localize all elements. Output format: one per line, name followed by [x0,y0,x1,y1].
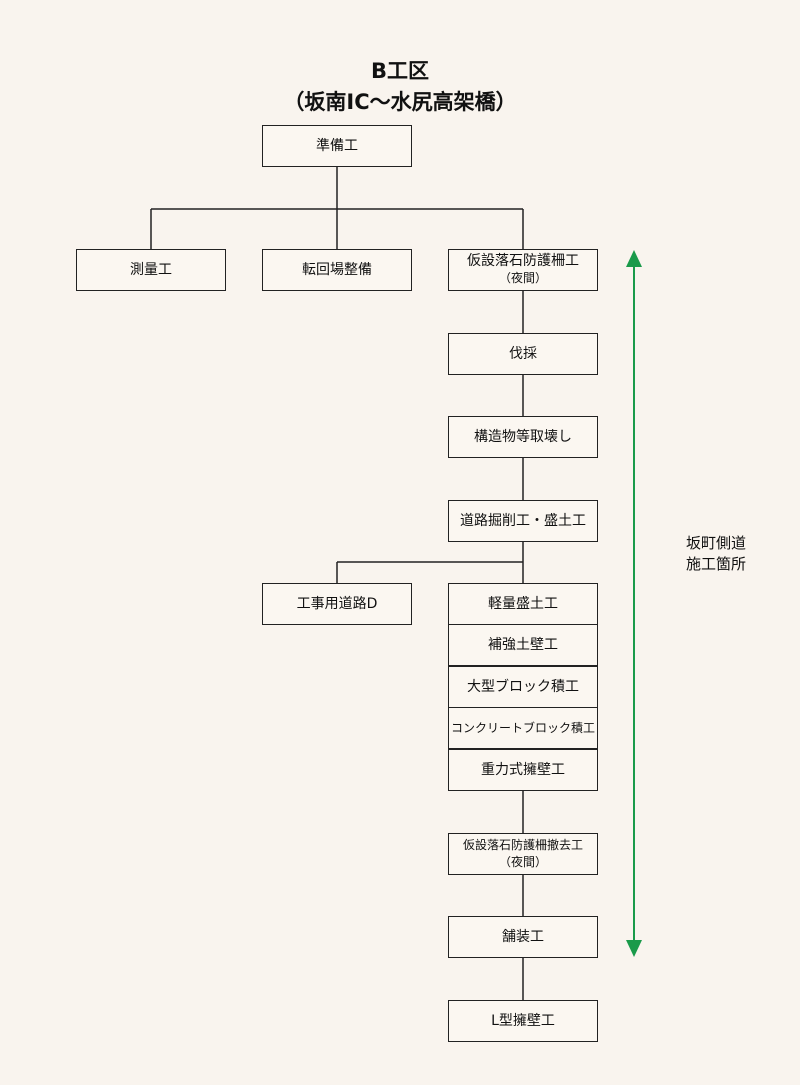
node-bassai: 伐採 [448,333,598,375]
node-keiryo-morido: 軽量盛土工 [448,583,598,625]
node-kasetsu-rakuseki-note: （夜間） [498,271,547,285]
node-bassai-label: 伐採 [509,345,537,362]
node-concrete-block: コンクリートブロック積工 [448,707,598,749]
range-arrow-head-bottom [626,940,642,957]
range-label-line2: 施工箇所 [686,555,747,573]
node-ogata-block: 大型ブロック積工 [448,666,598,708]
node-hokyo-dohekiko: 補強土壁工 [448,624,598,666]
node-kasetsu-tekkyo: 仮設落石防護柵撤去工 （夜間） [448,833,598,875]
node-tenkai: 転回場整備 [262,249,412,291]
diagram-title-line1: B工区 [370,59,429,83]
node-l-yoheki: L型擁壁工 [448,1000,598,1042]
node-kasetsu-rakuseki: 仮設落石防護柵工 （夜間） [448,249,598,291]
node-koji-doro-label: 工事用道路D [296,595,378,612]
node-kozobutsu-label: 構造物等取壊し [474,428,572,445]
node-junbi: 準備工 [262,125,412,167]
node-keiryo-morido-label: 軽量盛土工 [488,595,558,612]
node-tenkai-label: 転回場整備 [302,261,372,278]
node-concrete-block-label: コンクリートブロック積工 [450,720,595,735]
range-arrow-head-top [626,250,642,267]
node-hoso: 舗装工 [448,916,598,958]
node-junbi-label: 準備工 [316,137,358,154]
range-label: 坂町側道 施工箇所 [686,533,746,575]
node-kasetsu-rakuseki-label: 仮設落石防護柵工 [467,253,579,269]
node-juryoku-yoheki: 重力式擁壁工 [448,749,598,791]
node-kasetsu-tekkyo-label: 仮設落石防護柵撤去工 [462,838,583,852]
node-kozobutsu: 構造物等取壊し [448,416,598,458]
range-label-line1: 坂町側道 [686,534,747,552]
node-ogata-block-label: 大型ブロック積工 [467,678,579,695]
node-sokuryo-label: 測量工 [130,261,172,278]
node-doro-kussaku: 道路掘削工・盛土工 [448,500,598,542]
node-doro-kussaku-label: 道路掘削工・盛土工 [460,512,586,529]
node-hoso-label: 舗装工 [502,928,544,945]
node-koji-doro: 工事用道路D [262,583,412,625]
node-sokuryo: 測量工 [76,249,226,291]
node-l-yoheki-label: L型擁壁工 [491,1012,555,1029]
node-juryoku-yoheki-label: 重力式擁壁工 [481,761,565,778]
range-arrow [626,250,642,957]
node-kasetsu-tekkyo-note: （夜間） [498,855,547,869]
node-hokyo-dohekiko-label: 補強土壁工 [488,636,558,653]
diagram-title-line2: （坂南IC～水尻高架橋） [283,90,517,114]
